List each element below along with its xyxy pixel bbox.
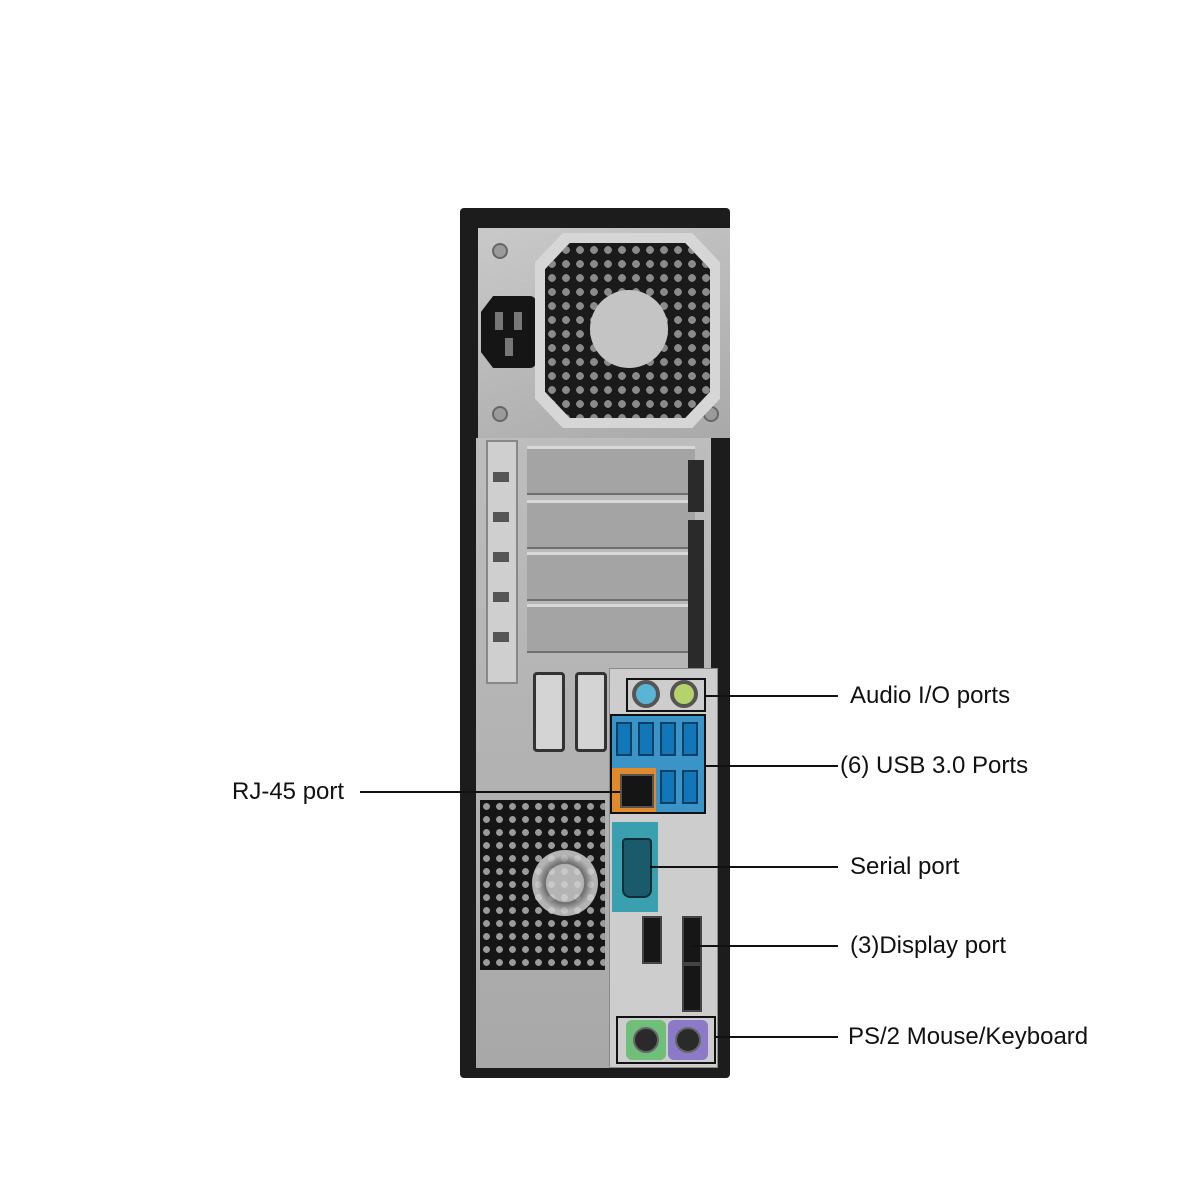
audio-ports-label: Audio I/O ports (850, 682, 1011, 709)
screw-icon (492, 243, 508, 259)
usb-port[interactable] (660, 722, 676, 756)
leader-line-display (690, 945, 838, 947)
ps2-ports (620, 1020, 712, 1064)
slot-cover (527, 446, 695, 495)
ps2-mouse-port[interactable] (626, 1020, 666, 1060)
slot-cover (527, 552, 695, 601)
audio-in-jack[interactable] (632, 680, 660, 708)
leader-line-rj45 (360, 791, 620, 793)
usb-port[interactable] (682, 770, 698, 804)
display-port[interactable] (682, 916, 702, 964)
slot-latch (688, 570, 704, 622)
rj45-port-label: RJ-45 port (232, 778, 345, 805)
rj45-port[interactable] (620, 774, 654, 808)
usb-port[interactable] (682, 722, 698, 756)
leader-line-serial (650, 866, 838, 868)
display-port[interactable] (642, 916, 662, 964)
leader-line-ps2 (716, 1036, 838, 1038)
slot-latch (688, 460, 704, 512)
usb-port[interactable] (616, 722, 632, 756)
ps2-ports-label: PS/2 Mouse/Keyboard (848, 1023, 1089, 1050)
leader-line-usb (706, 765, 838, 767)
audio-ports (628, 680, 702, 710)
slot-cover (527, 604, 695, 653)
screw-icon (492, 406, 508, 422)
usb-port[interactable] (638, 722, 654, 756)
serial-port-label: Serial port (850, 853, 960, 880)
display-port[interactable] (682, 964, 702, 1012)
audio-out-jack[interactable] (670, 680, 698, 708)
slot-cover (527, 500, 695, 549)
slot-latch (688, 520, 704, 572)
thumbscrew-icon (532, 850, 598, 916)
usb-port[interactable] (660, 770, 676, 804)
leader-line-audio (706, 695, 838, 697)
slot-latch (688, 618, 704, 670)
callout-box-usb (610, 714, 706, 814)
callout-box-audio (626, 678, 706, 712)
serial-port[interactable] (622, 838, 652, 898)
ps2-keyboard-port[interactable] (668, 1020, 708, 1060)
callout-box-ps2 (616, 1016, 716, 1064)
lock-loop (533, 672, 565, 752)
display-port-label: (3)Display port (850, 932, 1007, 959)
expansion-card-bracket (486, 440, 518, 684)
lock-loop (575, 672, 607, 752)
fan-hub (590, 290, 668, 368)
usb-ports-label: (6) USB 3.0 Ports (840, 752, 1029, 779)
power-inlet-icon (481, 296, 536, 368)
